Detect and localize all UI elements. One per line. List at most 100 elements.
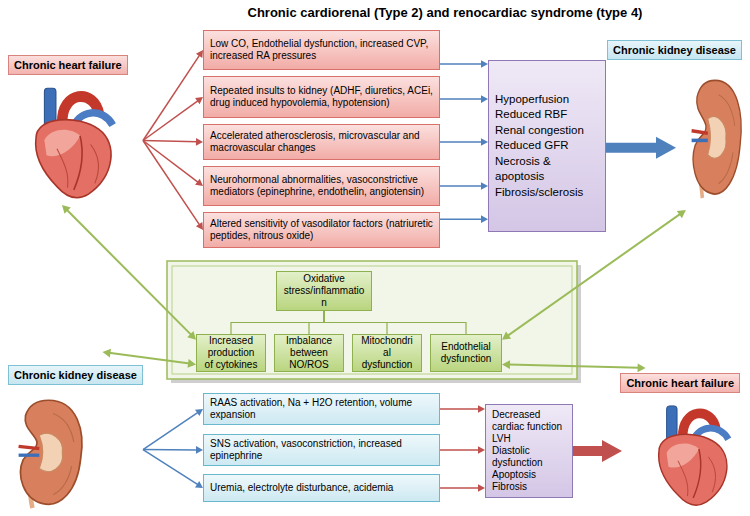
connector-line xyxy=(606,143,660,153)
outcome-box: HypoperfusionReduced RBFRenal congestion… xyxy=(488,60,606,232)
mechanism-box: Repeated insults to kidney (ADHF, diuret… xyxy=(203,76,440,118)
node-text: Chronic kidney disease xyxy=(8,365,143,385)
connector-line xyxy=(143,450,198,485)
connector-arrow xyxy=(143,50,203,141)
arrow-head xyxy=(637,363,645,372)
connector-line xyxy=(143,449,197,451)
pathway-box: Endothelial dysfunction xyxy=(430,334,502,372)
pathway-box: Increased production of cytokines xyxy=(196,334,266,372)
pathway-box: Oxidative stress/inflammation xyxy=(276,271,372,311)
node-text: Repeated insults to kidney (ADHF, diuret… xyxy=(210,85,433,109)
connector-arrow xyxy=(440,95,488,103)
connector-line xyxy=(508,365,639,368)
connector-arrow xyxy=(231,311,324,334)
connector-arrow xyxy=(143,141,203,231)
connector-arrow xyxy=(440,138,488,146)
arrow-head xyxy=(195,179,203,186)
connector-arrow xyxy=(143,141,203,187)
node-text: Altered sensitivity of vasodilator facto… xyxy=(210,218,433,242)
arrow-head xyxy=(481,60,488,68)
connector-line xyxy=(440,408,479,410)
mechanism-box: Accelerated atherosclerosis, microvascul… xyxy=(203,124,440,160)
connector-arrow xyxy=(143,450,203,488)
pathway-box: Imbalance between NO/ROS xyxy=(274,334,344,372)
connector-arrow xyxy=(143,409,203,450)
connector-arrow xyxy=(440,182,488,190)
condition-label: Chronic kidney disease xyxy=(676,35,742,210)
connector-line xyxy=(143,141,197,142)
arrow-head xyxy=(196,222,203,230)
arrow-head xyxy=(62,205,71,214)
connector-line xyxy=(309,311,324,334)
arrow-head xyxy=(196,50,203,58)
connector-line xyxy=(440,185,482,187)
node-text: Necrosis & apoptosis xyxy=(495,154,599,185)
mechanism-box: SNS activation, vasoconstriction, increa… xyxy=(203,434,440,466)
connector-line xyxy=(109,353,190,364)
node-text: Reduced GFR xyxy=(495,138,599,154)
arrow-head xyxy=(195,409,203,416)
arrow-head xyxy=(187,359,196,368)
connector-arrow xyxy=(62,205,196,340)
connector-line xyxy=(507,214,680,336)
group-panel xyxy=(167,261,577,379)
mechanism-box: RAAS activation, Na + H2O retention, vol… xyxy=(203,393,440,425)
node-text: SNS activation, vasoconstriction, increa… xyxy=(210,438,433,462)
node-text: Fibrosis xyxy=(492,481,566,493)
connector-line xyxy=(440,63,482,65)
kidney-illustration xyxy=(19,400,82,508)
arrow-head xyxy=(103,349,112,358)
node-text: Accelerated atherosclerosis, microvascul… xyxy=(210,130,433,154)
node-text: Oxidative stress/inflammation xyxy=(283,273,365,309)
arrow-head xyxy=(656,137,676,159)
node-text: Fibrosis/sclerosis xyxy=(495,185,599,201)
connector-line xyxy=(440,487,479,489)
arrow-head xyxy=(502,331,511,339)
connector-arrow xyxy=(143,446,203,454)
connector-line xyxy=(143,141,200,226)
connector-arrow xyxy=(440,446,485,454)
node-text: Hypoperfusion xyxy=(495,92,599,108)
node-text: Uremia, electrolyte disturbance, acidemi… xyxy=(210,482,433,494)
heart-illustration xyxy=(659,406,729,505)
connector-arrow xyxy=(606,137,676,159)
condition-label: Chronic heart failure xyxy=(622,368,740,512)
connector-arrow xyxy=(502,360,646,372)
node-text: Increased production of cytokines xyxy=(203,335,259,371)
node-text: Chronic heart failure xyxy=(620,373,740,393)
connector-arrow xyxy=(324,311,466,334)
node-text: RAAS activation, Na + H2O retention, vol… xyxy=(210,397,433,421)
node-text: LVH xyxy=(492,433,566,445)
node-text: Mitochondrial dysfunction xyxy=(359,335,415,371)
mechanism-box: Low CO, Endothelial dysfunction, increas… xyxy=(203,30,440,70)
connector-arrow xyxy=(440,405,485,413)
connector-line xyxy=(440,218,482,220)
connector-line xyxy=(143,100,198,140)
condition-label: Chronic kidney disease xyxy=(8,352,143,512)
connector-line xyxy=(231,311,324,334)
arrow-head xyxy=(481,95,488,103)
arrow-head xyxy=(677,210,686,218)
arrow-head xyxy=(195,481,203,488)
node-text: Endothelial dysfunction xyxy=(437,341,495,365)
arrow-head xyxy=(187,331,196,340)
mechanism-box: Neurohormonal abnormalities, vasoconstri… xyxy=(203,166,440,206)
arrow-head xyxy=(196,138,203,146)
node-text: Decreased cardiac function xyxy=(492,409,566,433)
arrow-head xyxy=(195,97,203,104)
arrow-head xyxy=(196,446,203,454)
arrow-head xyxy=(481,138,488,146)
node-text: Imbalance between NO/ROS xyxy=(281,335,337,371)
arrow-head xyxy=(502,360,510,369)
arrow-head xyxy=(478,405,485,413)
arrow-head xyxy=(602,440,622,462)
node-text: Neurohormonal abnormalities, vasoconstri… xyxy=(210,174,433,198)
node-text: Apoptosis xyxy=(492,469,566,481)
connector-arrow xyxy=(440,215,488,223)
connector-line xyxy=(143,141,199,183)
heart-illustration xyxy=(36,88,113,197)
connector-line xyxy=(440,449,479,451)
node-text: Renal congestion xyxy=(495,123,599,139)
node-text: Chronic kidney disease xyxy=(607,40,742,60)
connector-arrow xyxy=(143,97,203,141)
